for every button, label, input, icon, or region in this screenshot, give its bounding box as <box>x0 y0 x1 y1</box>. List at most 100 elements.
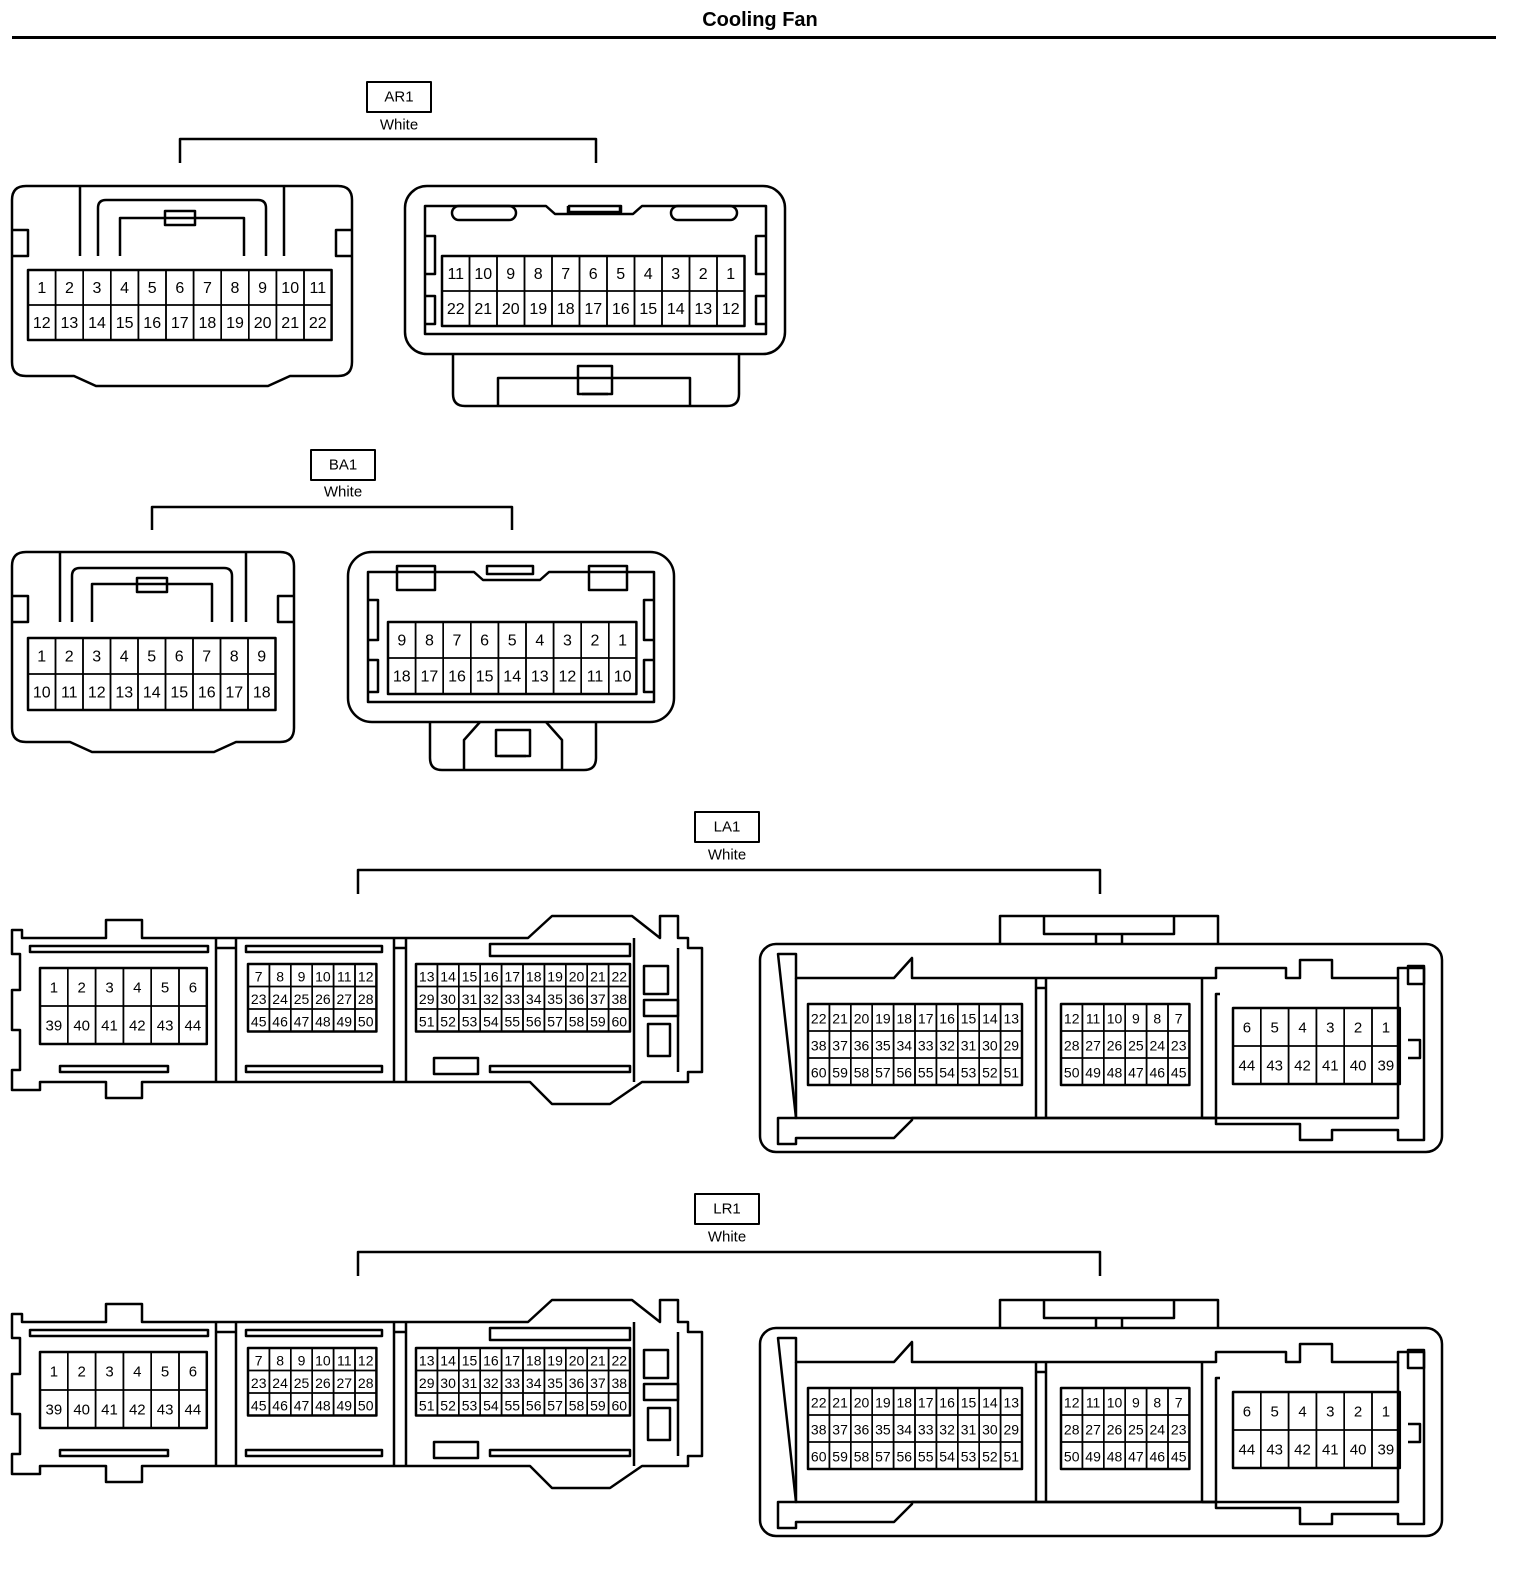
pin-number: 46 <box>272 1013 288 1029</box>
pin-number: 7 <box>255 1352 263 1368</box>
pin-number: 45 <box>1171 1065 1187 1081</box>
pin-number: 24 <box>1150 1038 1166 1054</box>
pin-number: 6 <box>175 280 184 297</box>
connector-label-box <box>310 449 376 481</box>
pin-number: 11 <box>337 1352 352 1368</box>
pin-number: 10 <box>1107 1395 1123 1411</box>
pin-number: 36 <box>854 1422 870 1438</box>
pin-number: 50 <box>358 1397 374 1413</box>
pin-number: 22 <box>811 1395 827 1411</box>
connector-bracket <box>356 868 1102 894</box>
pin-number: 12 <box>1064 1395 1080 1411</box>
pin-number: 41 <box>1322 1058 1339 1075</box>
pin-cell <box>999 1441 1023 1470</box>
pin-number: 26 <box>315 1375 331 1391</box>
pin-number: 21 <box>832 1395 848 1411</box>
pin-number: 53 <box>961 1065 977 1081</box>
pin-number: 27 <box>1085 1422 1101 1438</box>
pin-number: 58 <box>854 1449 870 1465</box>
pin-number: 15 <box>961 1011 977 1027</box>
pin-number: 31 <box>462 1375 478 1391</box>
pin-number: 40 <box>73 1018 90 1035</box>
pin-number: 3 <box>1326 1404 1334 1421</box>
pin-number: 6 <box>589 266 598 283</box>
pin-number: 19 <box>875 1011 891 1027</box>
pin-number: 16 <box>939 1395 955 1411</box>
connector-color-label: White <box>324 484 362 501</box>
pin-number: 27 <box>337 1375 353 1391</box>
pin-number: 55 <box>505 1397 521 1413</box>
pin-number: 4 <box>535 633 544 650</box>
pin-number: 22 <box>447 301 465 318</box>
pin-number: 30 <box>982 1422 998 1438</box>
pin-number: 21 <box>590 968 606 984</box>
pin-number: 5 <box>508 633 517 650</box>
pin-number: 57 <box>547 1013 563 1029</box>
pin-number: 2 <box>65 280 74 297</box>
pin-number: 29 <box>419 1375 435 1391</box>
pin-number: 56 <box>897 1065 913 1081</box>
pin-number: 1 <box>50 980 58 997</box>
pin-number: 19 <box>875 1395 891 1411</box>
pin-number: 55 <box>918 1449 934 1465</box>
pin-number: 20 <box>569 968 585 984</box>
pin-number: 19 <box>547 1352 563 1368</box>
pin-number: 13 <box>1004 1395 1020 1411</box>
pin-number: 14 <box>88 315 106 332</box>
pin-number: 39 <box>1378 1442 1395 1459</box>
pin-number: 12 <box>722 301 740 318</box>
pin-number: 8 <box>231 280 240 297</box>
pin-number: 6 <box>189 1364 197 1381</box>
pin-number: 4 <box>644 266 653 283</box>
pin-number: 48 <box>1107 1449 1123 1465</box>
pin-number: 16 <box>143 315 161 332</box>
pin-number: 54 <box>483 1013 499 1029</box>
connector-housing-left <box>10 914 704 1106</box>
pin-number: 4 <box>1298 1020 1306 1037</box>
pin-number: 43 <box>1266 1058 1283 1075</box>
pin-number: 42 <box>1294 1442 1311 1459</box>
pin-number: 9 <box>1132 1011 1140 1027</box>
pin-number: 22 <box>612 1352 628 1368</box>
pin-number: 1 <box>50 1364 58 1381</box>
pin-number: 23 <box>1171 1422 1187 1438</box>
pin-number: 6 <box>175 649 184 666</box>
pin-number: 51 <box>1004 1065 1020 1081</box>
pin-number: 8 <box>534 266 543 283</box>
pin-number: 16 <box>483 1352 499 1368</box>
pin-number: 34 <box>897 1038 913 1054</box>
pin-number: 41 <box>1322 1442 1339 1459</box>
pin-number: 34 <box>897 1422 913 1438</box>
pin-number: 29 <box>1004 1038 1020 1054</box>
pin-number: 2 <box>78 980 86 997</box>
connector-id-label: BA1 <box>329 457 357 474</box>
pin-cell <box>607 657 638 695</box>
pin-number: 52 <box>440 1013 456 1029</box>
pin-number: 41 <box>101 1018 118 1035</box>
pin-number: 38 <box>811 1422 827 1438</box>
pin-number: 16 <box>448 669 466 686</box>
pin-number: 13 <box>1004 1011 1020 1027</box>
pin-number: 59 <box>832 1449 848 1465</box>
pin-number: 34 <box>526 1375 542 1391</box>
pin-number: 45 <box>1171 1449 1187 1465</box>
pin-number: 5 <box>161 1364 169 1381</box>
pin-number: 3 <box>671 266 680 283</box>
pin-number: 9 <box>506 266 515 283</box>
pin-number: 43 <box>157 1018 174 1035</box>
pin-number: 51 <box>419 1013 435 1029</box>
pin-number: 4 <box>133 1364 141 1381</box>
pin-number: 23 <box>251 1375 267 1391</box>
pin-number: 45 <box>251 1013 267 1029</box>
pin-number: 11 <box>447 266 464 283</box>
pin-number: 3 <box>93 280 102 297</box>
pin-cell <box>178 1005 208 1045</box>
pin-number: 17 <box>171 315 189 332</box>
pin-number: 56 <box>526 1013 542 1029</box>
pin-number: 19 <box>529 301 547 318</box>
pin-number: 14 <box>982 1011 998 1027</box>
